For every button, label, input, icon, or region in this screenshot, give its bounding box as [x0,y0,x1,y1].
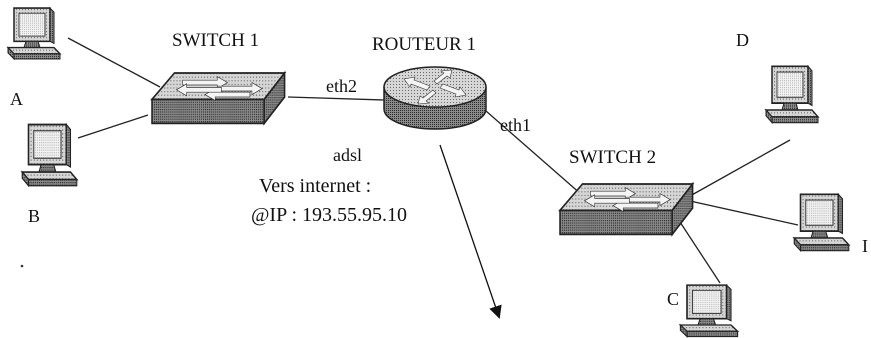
router-1-label: ROUTEUR 1 [372,34,476,55]
links [67,37,799,284]
eth1-label: eth1 [500,115,531,135]
link-switch2-c [679,221,721,284]
link-router1-switch2 [485,110,591,203]
router-1-icon [383,66,487,130]
adsl-label: adsl [333,145,362,165]
host-a-label: A [10,89,23,109]
host-e-label: I [862,236,868,256]
internet-arrow [439,144,502,319]
host-b-label: B [28,206,40,226]
pc-c-icon [679,284,739,338]
switch-1-icon [151,72,286,125]
link-a-switch1 [67,37,161,88]
link-switch1-router1 [287,96,385,101]
stray-dot [20,264,24,268]
host-c-label: C [667,289,679,309]
switch-2-label: SWITCH 2 [569,147,656,168]
eth2-label: eth2 [326,76,357,96]
pc-b-icon [21,123,78,187]
pc-e-icon [793,193,850,252]
pc-a-icon [7,7,61,60]
switch-2-icon [559,183,694,236]
link-switch2-d [689,139,791,197]
host-d-label: D [736,30,749,50]
internet-label-line1: Vers internet : [259,175,371,197]
link-switch2-e [689,200,799,226]
pc-d-icon [765,65,819,124]
internet-label-line2: @IP : 193.55.95.10 [251,204,407,226]
switch-1-label: SWITCH 1 [172,30,259,51]
link-b-switch1 [77,114,149,139]
